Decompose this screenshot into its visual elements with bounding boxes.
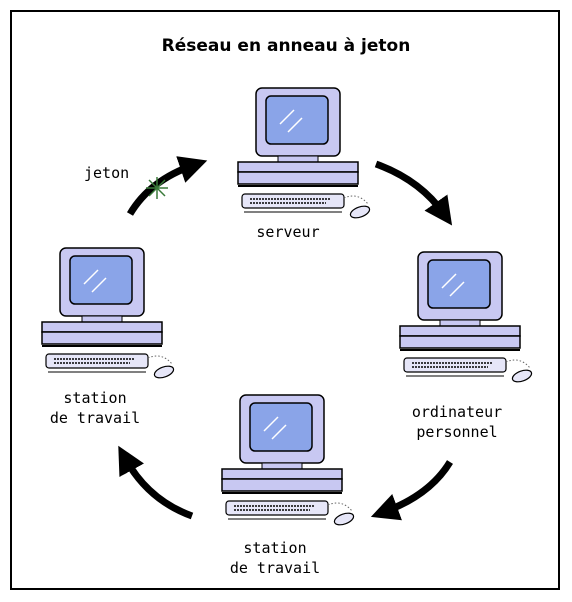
pc-label: ordinateur personnel — [392, 402, 522, 442]
diagram-title: Réseau en anneau à jeton — [161, 36, 411, 56]
arrow-bottom-to-left — [118, 445, 194, 520]
ws-bottom-label-line-1: station — [243, 539, 307, 557]
server-label-line-1: serveur — [256, 223, 320, 241]
arrow-left-to-server — [126, 156, 208, 216]
ws-left-label-line-1: station — [63, 389, 127, 407]
arrow-pc-to-bottom — [370, 460, 453, 521]
token-icon — [146, 177, 168, 199]
ws-bottom-computer-icon — [221, 394, 357, 529]
pc-label-line-2: personnel — [416, 423, 498, 441]
ws-left-label-line-2: de travail — [49, 409, 141, 427]
ws-bottom-label-line-2: de travail — [229, 559, 321, 577]
token-label: jeton — [84, 164, 130, 182]
arrow-server-to-pc — [374, 160, 453, 226]
ws-left-computer-icon — [41, 247, 177, 382]
server-computer-icon — [237, 87, 373, 222]
pc-label-line-1: ordinateur — [411, 403, 503, 421]
ws-left-label: station de travail — [40, 388, 150, 428]
server-label: serveur — [238, 222, 338, 242]
pc-computer-icon — [399, 251, 535, 386]
ws-bottom-label: station de travail — [220, 538, 330, 578]
